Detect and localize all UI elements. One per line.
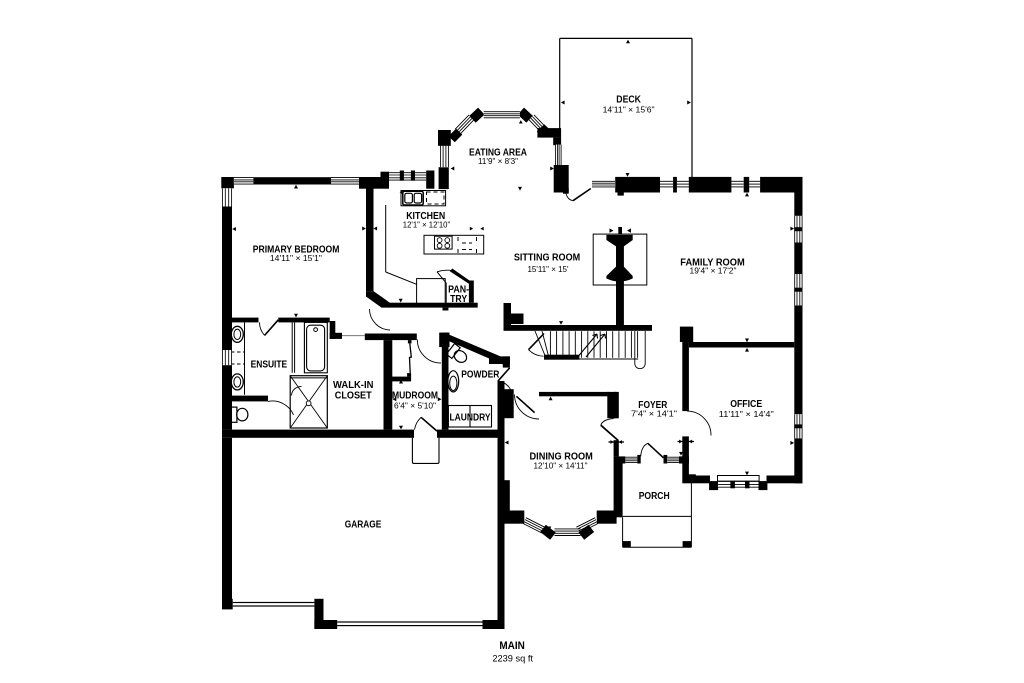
svg-text:PORCH: PORCH [639, 491, 670, 502]
svg-text:DINING ROOM: DINING ROOM [530, 451, 593, 462]
svg-text:PAN-: PAN- [448, 285, 469, 296]
svg-text:MUDROOM: MUDROOM [392, 390, 438, 401]
svg-text:POWDER: POWDER [461, 370, 500, 381]
svg-text:14'11" × 15'1": 14'11" × 15'1" [270, 253, 322, 263]
svg-text:14'11" × 15'6": 14'11" × 15'6" [603, 104, 655, 114]
svg-text:19'4" × 17'2": 19'4" × 17'2" [690, 265, 737, 275]
svg-text:KITCHEN: KITCHEN [406, 211, 445, 222]
svg-text:11'9" × 8'3": 11'9" × 8'3" [478, 156, 518, 166]
svg-text:FAMILY ROOM: FAMILY ROOM [680, 258, 744, 269]
svg-text:SITTING ROOM: SITTING ROOM [514, 253, 580, 264]
svg-text:GARAGE: GARAGE [345, 520, 382, 531]
svg-text:11'11" × 14'4": 11'11" × 14'4" [719, 409, 774, 419]
svg-text:EATING AREA: EATING AREA [469, 147, 528, 158]
svg-text:FOYER: FOYER [638, 400, 668, 411]
svg-text:TRY: TRY [450, 294, 467, 305]
svg-text:7'4" × 14'1": 7'4" × 14'1" [631, 409, 677, 419]
svg-text:2239 sq ft: 2239 sq ft [492, 653, 533, 664]
svg-text:15'11" × 15': 15'11" × 15' [528, 264, 569, 274]
svg-text:OFFICE: OFFICE [730, 399, 762, 410]
svg-text:12'1" × 12'10": 12'1" × 12'10" [403, 220, 451, 230]
svg-text:DECK: DECK [616, 94, 641, 105]
svg-text:6'4" × 5'10": 6'4" × 5'10" [394, 401, 436, 411]
svg-text:MAIN: MAIN [499, 640, 524, 652]
svg-text:ENSUITE: ENSUITE [251, 359, 288, 370]
svg-text:CLOSET: CLOSET [335, 391, 373, 402]
svg-text:PRIMARY BEDROOM: PRIMARY BEDROOM [253, 245, 340, 256]
svg-text:WALK-IN: WALK-IN [333, 380, 373, 391]
svg-text:12'10" × 14'11": 12'10" × 14'11" [534, 460, 588, 470]
svg-text:LAUNDRY: LAUNDRY [450, 412, 491, 423]
